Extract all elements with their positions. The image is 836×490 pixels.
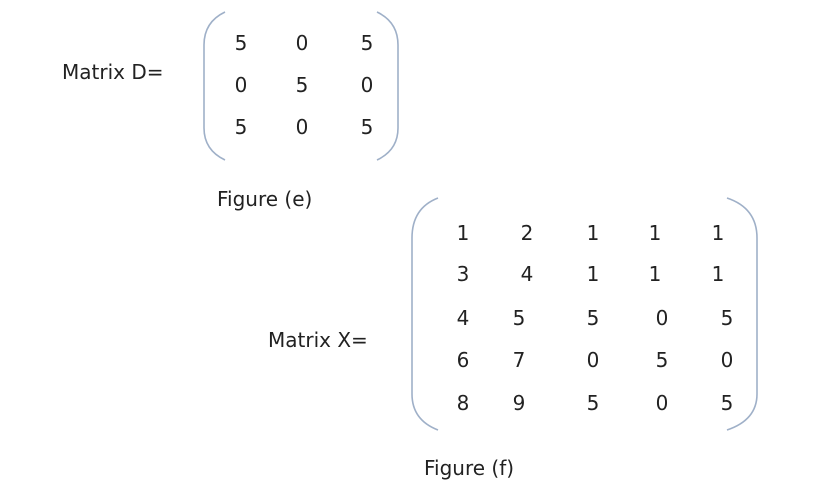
matrix-d-cell: 5 <box>360 31 374 55</box>
matrix-x-label: Matrix X= <box>268 328 368 352</box>
figure-f-caption: Figure (f) <box>424 456 515 480</box>
matrix-d-cell: 5 <box>234 115 248 139</box>
matrix-x-cell: 5 <box>586 391 600 415</box>
matrix-d-cell: 0 <box>360 73 374 97</box>
matrix-d-cell: 5 <box>234 31 248 55</box>
matrix-x-right-bracket <box>726 197 758 431</box>
matrix-x-cell: 0 <box>586 348 600 372</box>
matrix-x-cell: 7 <box>512 348 526 372</box>
matrix-x-cell: 3 <box>456 262 470 286</box>
matrix-x-cell: 5 <box>655 348 669 372</box>
matrix-x-cell: 1 <box>711 221 725 245</box>
matrix-d-cell: 5 <box>360 115 374 139</box>
matrix-d-cell: 0 <box>234 73 248 97</box>
figure-e-caption: Figure (e) <box>217 187 313 211</box>
matrix-x-cell: 5 <box>512 306 526 330</box>
matrix-d-left-bracket <box>203 11 226 161</box>
matrix-x-cell: 0 <box>655 306 669 330</box>
matrix-x-cell: 1 <box>648 221 662 245</box>
matrix-d-cell: 5 <box>295 73 309 97</box>
matrix-d-label: Matrix D= <box>62 60 164 84</box>
matrix-x-left-bracket <box>411 197 439 431</box>
matrix-x-cell: 1 <box>711 262 725 286</box>
matrix-x-cell: 6 <box>456 348 470 372</box>
matrix-x-cell: 0 <box>720 348 734 372</box>
matrix-d-cell: 0 <box>295 31 309 55</box>
matrix-x-cell: 1 <box>586 221 600 245</box>
matrix-d-right-bracket <box>376 11 399 161</box>
matrix-x-cell: 9 <box>512 391 526 415</box>
matrix-x-cell: 4 <box>456 306 470 330</box>
matrix-x-cell: 1 <box>586 262 600 286</box>
matrix-x-cell: 0 <box>655 391 669 415</box>
matrix-x-cell: 5 <box>720 306 734 330</box>
matrix-x-cell: 1 <box>456 221 470 245</box>
matrix-x-cell: 5 <box>586 306 600 330</box>
matrix-x-cell: 1 <box>648 262 662 286</box>
matrix-x-cell: 5 <box>720 391 734 415</box>
matrix-x-cell: 4 <box>520 262 534 286</box>
matrix-d-cell: 0 <box>295 115 309 139</box>
matrix-x-cell: 2 <box>520 221 534 245</box>
matrix-x-cell: 8 <box>456 391 470 415</box>
